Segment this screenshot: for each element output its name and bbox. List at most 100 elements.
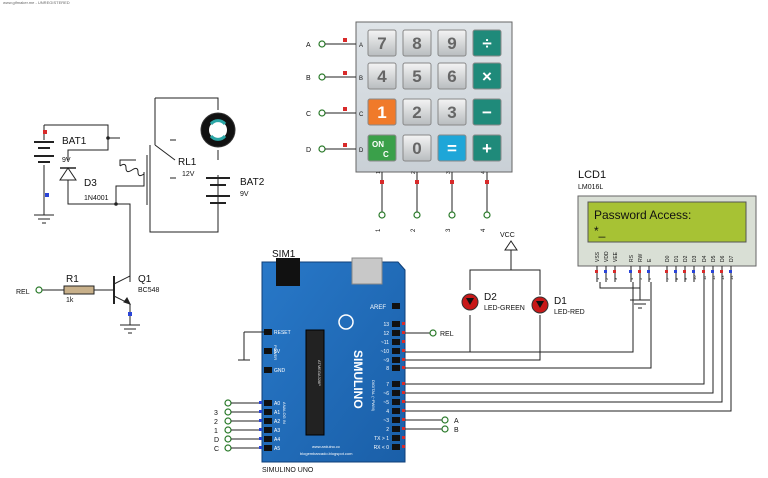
pin-marker: [647, 270, 650, 273]
keypad-key[interactable]: =: [437, 134, 467, 162]
header-pin: [392, 330, 400, 336]
lcd-pin-label: VSS: [595, 251, 601, 262]
digital-pin-label: 8: [386, 366, 389, 372]
digital-pin-label: ~5: [383, 400, 389, 406]
digital-pin-label: ~9: [383, 358, 389, 364]
keypad-col-pin-label: 2: [411, 171, 417, 174]
board-brand: SIMULINO: [351, 350, 365, 409]
q1-name: Q1: [138, 274, 152, 285]
header-pin: [264, 418, 272, 424]
keypad-col-label: 3: [446, 228, 452, 232]
keypad-key[interactable]: +: [472, 134, 502, 162]
keypad-col-terminal: [378, 211, 386, 219]
analog-terminal: [224, 444, 232, 452]
keypad-key-label: 1: [377, 103, 386, 122]
keypad-key[interactable]: 3: [437, 98, 467, 126]
header-pin: [392, 321, 400, 327]
lcd-pin-number: 7: [665, 277, 670, 280]
keypad-row-label: B: [306, 75, 311, 82]
pin-marker: [402, 409, 405, 412]
lcd-pin-number: 4: [629, 277, 634, 280]
keypad-key[interactable]: ÷: [472, 29, 502, 57]
pin-marker: [402, 331, 405, 334]
keypad-key[interactable]: ONC: [367, 134, 397, 162]
pin-marker: [259, 428, 262, 431]
pin-marker: [720, 270, 723, 273]
lcd-model: LM016L: [578, 184, 603, 191]
lcd-pin-label: VEE: [613, 251, 619, 262]
vcc-label: VCC: [500, 232, 515, 239]
board-blog: blogembarcado.blogspot.com: [300, 451, 353, 456]
board-site: www.arduino.cc: [312, 444, 340, 449]
rel-label-board: REL: [440, 331, 454, 338]
pin-marker: [402, 436, 405, 439]
header-pin: [392, 444, 400, 450]
pin-marker: [485, 180, 489, 184]
pin-marker: [402, 400, 405, 403]
lcd-pin-number: 12: [711, 275, 716, 280]
r1-value: 1k: [66, 297, 74, 304]
pin-marker: [128, 312, 132, 316]
keypad-key[interactable]: −: [472, 98, 502, 126]
keypad-key[interactable]: 2: [402, 98, 432, 126]
digital-pin-label: 13: [383, 322, 389, 328]
lcd-name: LCD1: [578, 169, 606, 181]
pin-marker: [402, 418, 405, 421]
keypad-key[interactable]: 1: [367, 98, 397, 126]
pin-marker: [683, 270, 686, 273]
keypad-row-pin-label: C: [359, 112, 364, 118]
pin-marker: [595, 270, 598, 273]
pin-marker: [402, 340, 405, 343]
keypad-key[interactable]: 4: [367, 62, 397, 90]
analog-pin-label: A1: [274, 410, 280, 416]
atmega-chip: [305, 329, 325, 436]
pin-marker: [343, 38, 347, 42]
rl1-value: 12V: [182, 171, 195, 178]
led-section: [405, 240, 541, 361]
keypad-key[interactable]: 9: [437, 29, 467, 57]
keypad-key[interactable]: 5: [402, 62, 432, 90]
simulino-board: SIMULINO ATMEGA328P POWER ANALOG IN DIGI…: [238, 257, 406, 463]
pin-marker: [674, 270, 677, 273]
digital-terminal: [441, 425, 449, 433]
digital-pin-label: ~10: [381, 349, 390, 355]
lcd-pin-label: D3: [692, 255, 698, 262]
keypad-key[interactable]: 8: [402, 29, 432, 57]
d3-name: D3: [84, 178, 97, 189]
keypad-key-label: C: [383, 150, 389, 159]
bat1-name: BAT1: [62, 136, 87, 147]
lcd-pin-label: D4: [702, 255, 708, 262]
analog-net-label: 1: [214, 428, 218, 435]
pin-marker: [43, 130, 47, 134]
lcd-screen: [587, 201, 747, 243]
d3-value: 1N4001: [84, 195, 109, 202]
lcd-pin-label: D1: [674, 255, 680, 262]
keypad-key[interactable]: 7: [367, 29, 397, 57]
header-pin: [264, 329, 272, 335]
lcd-pin-number: 3: [613, 277, 618, 280]
pin-marker: [402, 382, 405, 385]
keypad-col-terminal: [413, 211, 421, 219]
d1-name: D1: [554, 296, 567, 307]
keypad-key[interactable]: ×: [472, 62, 502, 90]
analog-pin-label: A0: [274, 401, 280, 407]
keypad-key-label: 9: [447, 34, 456, 53]
keypad-key[interactable]: 0: [402, 134, 432, 162]
vertical-analog-label: ANALOG IN: [282, 402, 287, 424]
pin-marker: [702, 270, 705, 273]
header-pin: [392, 357, 400, 363]
led-green-icon: [461, 293, 479, 311]
power-jack: [276, 258, 300, 286]
keypad-key-label: ON: [372, 140, 384, 149]
pin-marker: [692, 270, 695, 273]
keypad-key[interactable]: 6: [437, 62, 467, 90]
keypad-row-pin-label: D: [359, 148, 364, 154]
pin-marker: [402, 366, 405, 369]
lcd-pin-number: 10: [692, 275, 697, 280]
header-pin: [264, 445, 272, 451]
pin-marker: [259, 401, 262, 404]
pin-marker: [343, 71, 347, 75]
digital-net-label: B: [454, 427, 459, 434]
lcd-pin-label: D0: [665, 255, 671, 262]
